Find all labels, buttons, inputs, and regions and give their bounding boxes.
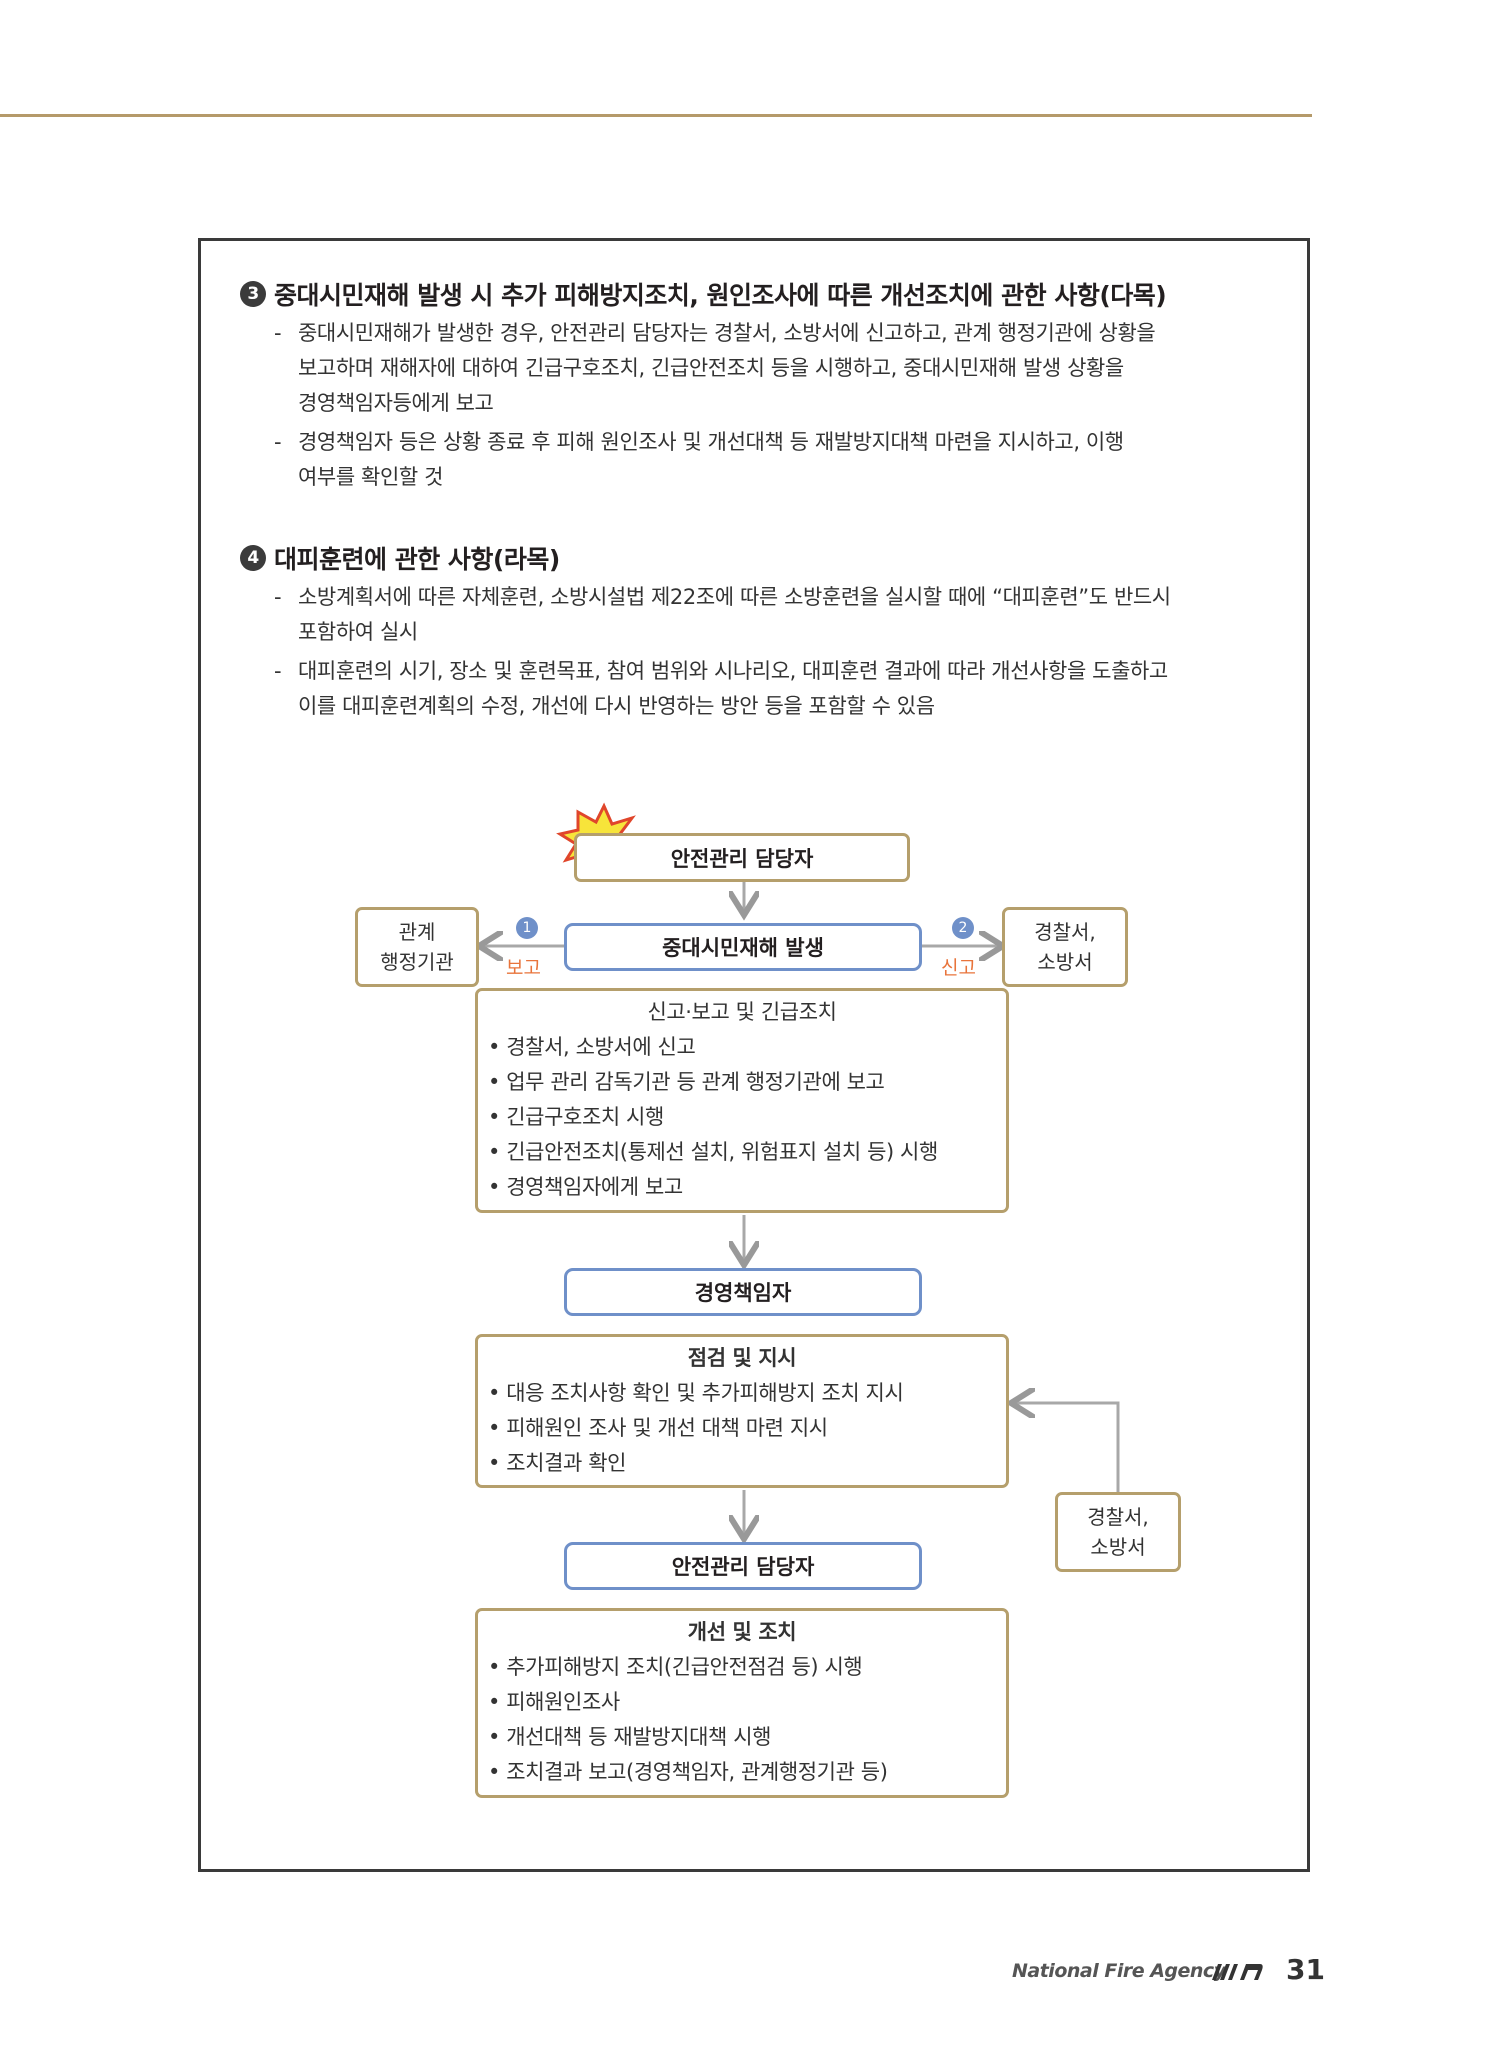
node-label: 행정기관 [380,950,454,974]
list-item: 조치결과 보고(경영책임자, 관계행정기관 등) [488,1755,996,1790]
top-rule [0,114,1312,117]
dash-marker: - [274,430,282,454]
item-line: 이를 대피훈련계획의 수정, 개선에 다시 반영하는 방안 등을 포함할 수 있… [298,694,935,718]
node-title: 신고·보고 및 긴급조치 [647,1000,837,1024]
list-item: - 대피훈련의 시기, 장소 및 훈련목표, 참여 범위와 시나리오, 대피훈련… [240,654,1300,724]
number-circle-icon: 4 [240,545,266,571]
list-item: - 중대시민재해가 발생한 경우, 안전관리 담당자는 경찰서, 소방서에 신고… [240,316,1300,421]
node-title: 개선 및 조치 [687,1620,797,1644]
report-label: 보고 [506,957,541,979]
node-label: 안전관리 담당자 [670,846,814,871]
flow-node-ceo: 경영책임자 [564,1268,922,1316]
node-label: 소방서 [1090,1535,1146,1559]
item-line: 소방계획서에 따른 자체훈련, 소방시설법 제22조에 따른 소방훈련을 실시할… [298,585,1171,609]
node-label: 경찰서, [1087,1505,1149,1529]
item-line: 포함하여 실시 [298,620,418,644]
section-3-title: 3 중대시민재해 발생 시 추가 피해방지조치, 원인조사에 따른 개선조치에 … [240,276,1300,312]
flow-node-admin: 관계 행정기관 [355,907,479,987]
number-circle-icon: 3 [240,281,266,307]
notify-label: 신고 [941,957,976,979]
step-2-badge: 2 [952,917,974,939]
node-title: 점검 및 지시 [687,1346,797,1370]
section-title-text: 중대시민재해 발생 시 추가 피해방지조치, 원인조사에 따른 개선조치에 관한… [274,281,1167,310]
section-title-text: 대피훈련에 관한 사항(라목) [274,545,560,574]
dash-marker: - [274,585,282,609]
node-label: 안전관리 담당자 [671,1555,815,1579]
list-item: 업무 관리 감독기관 등 관계 행정기관에 보고 [488,1065,996,1100]
page-number: 31 [1286,1953,1325,1986]
dash-marker: - [274,659,282,683]
list-item: 경영책임자에게 보고 [488,1170,996,1205]
dash-marker: - [274,321,282,345]
list-item: 긴급안전조치(통제선 설치, 위험표지 설치 등) 시행 [488,1135,996,1170]
item-line: 경영책임자등에게 보고 [298,391,494,415]
list-item: - 소방계획서에 따른 자체훈련, 소방시설법 제22조에 따른 소방훈련을 실… [240,580,1300,650]
list-item: 조치결과 확인 [488,1446,996,1481]
list-item: 피해원인 조사 및 개선 대책 마련 지시 [488,1411,996,1446]
node-label: 중대시민재해 발생 [662,936,824,960]
list-item: - 경영책임자 등은 상황 종료 후 피해 원인조사 및 개선대책 등 재발방지… [240,425,1300,495]
flow-node-inspect: 점검 및 지시 대응 조치사항 확인 및 추가피해방지 조치 지시 피해원인 조… [475,1334,1009,1488]
node-label: 경영책임자 [694,1281,792,1305]
list-item: 긴급구호조치 시행 [488,1100,996,1135]
flow-node-improve: 개선 및 조치 추가피해방지 조치(긴급안전점검 등) 시행 피해원인조사 개선… [475,1608,1009,1798]
section-4-title: 4 대피훈련에 관한 사항(라목) [240,540,1300,576]
agency-logo-icon [1212,1964,1263,1980]
content-frame [198,238,1310,1872]
list-item: 추가피해방지 조치(긴급안전점검 등) 시행 [488,1650,996,1685]
arrow-feedback [1014,1403,1120,1492]
flow-node-police-fire: 경찰서, 소방서 [1002,907,1128,987]
item-line: 여부를 확인할 것 [298,465,443,489]
node-label: 경찰서, [1034,920,1096,944]
flow-node-event: 중대시민재해 발생 [564,923,922,971]
list-item: 대응 조치사항 확인 및 추가피해방지 조치 지시 [488,1376,996,1411]
node-label: 관계 [398,920,436,944]
footer-brand: National Fire Agency [1012,1960,1226,1982]
flow-node-manager-bottom: 안전관리 담당자 [564,1542,922,1590]
step-1-badge: 1 [516,917,538,939]
node-label: 소방서 [1037,950,1093,974]
flow-node-manager-top: 안전관리 담당자 [574,833,910,882]
list-item: 피해원인조사 [488,1685,996,1720]
flow-node-police-fire-2: 경찰서, 소방서 [1055,1492,1181,1572]
flow-node-emergency: 신고·보고 및 긴급조치 경찰서, 소방서에 신고 업무 관리 감독기관 등 관… [475,988,1009,1213]
item-line: 대피훈련의 시기, 장소 및 훈련목표, 참여 범위와 시나리오, 대피훈련 결… [298,659,1168,683]
item-line: 중대시민재해가 발생한 경우, 안전관리 담당자는 경찰서, 소방서에 신고하고… [298,321,1156,345]
section-3: 3 중대시민재해 발생 시 추가 피해방지조치, 원인조사에 따른 개선조치에 … [240,276,1300,495]
list-item: 개선대책 등 재발방지대책 시행 [488,1720,996,1755]
item-line: 경영책임자 등은 상황 종료 후 피해 원인조사 및 개선대책 등 재발방지대책… [298,430,1124,454]
section-4: 4 대피훈련에 관한 사항(라목) - 소방계획서에 따른 자체훈련, 소방시설… [240,540,1300,724]
item-line: 보고하며 재해자에 대하여 긴급구호조치, 긴급안전조치 등을 시행하고, 중대… [298,356,1124,380]
list-item: 경찰서, 소방서에 신고 [488,1030,996,1065]
